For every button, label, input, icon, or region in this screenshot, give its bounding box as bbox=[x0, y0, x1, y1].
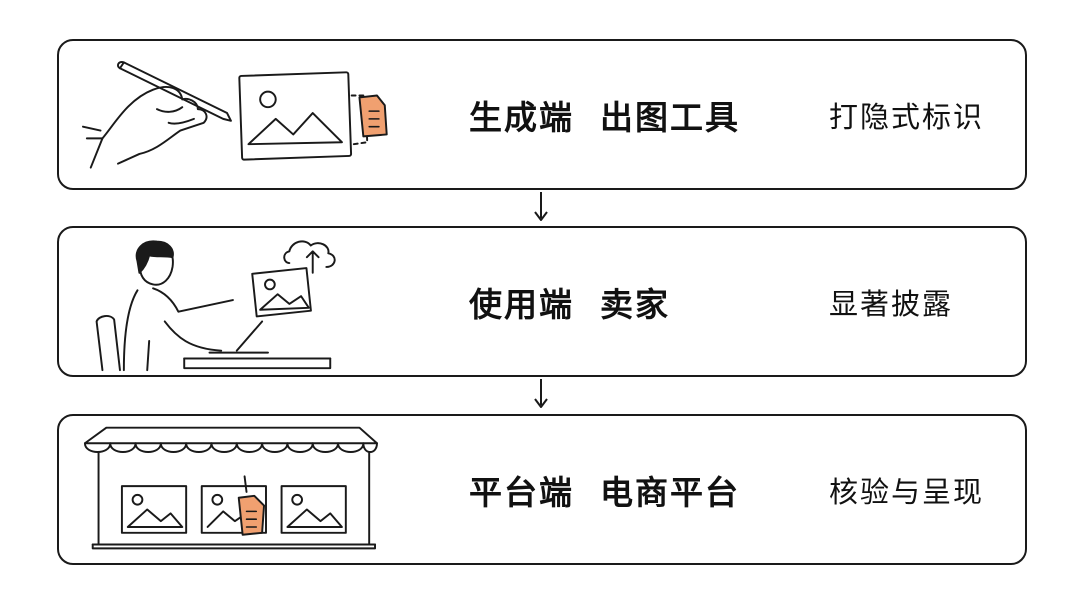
role-subject: 出图工具 bbox=[600, 97, 740, 137]
step-action-label: 显著披露 bbox=[829, 286, 954, 321]
person-uploading-image-icon bbox=[59, 228, 399, 375]
step-action-label: 核验与呈现 bbox=[829, 474, 985, 509]
step-role-label: 生成端 出图工具 bbox=[469, 41, 740, 188]
role-subject: 卖家 bbox=[600, 284, 670, 324]
step-card-user: 使用端 卖家 显著披露 bbox=[57, 226, 1027, 377]
step-role-label: 平台端 电商平台 bbox=[469, 416, 740, 563]
down-arrow-icon bbox=[534, 379, 548, 408]
hand-drawing-image-icon bbox=[59, 41, 399, 188]
role-name: 平台端 bbox=[469, 472, 574, 512]
step-role-label: 使用端 卖家 bbox=[469, 228, 670, 375]
role-name: 生成端 bbox=[469, 97, 574, 137]
step-action-label: 打隐式标识 bbox=[829, 99, 985, 134]
step-card-generator: 生成端 出图工具 打隐式标识 bbox=[57, 39, 1027, 190]
storefront-icon bbox=[59, 416, 399, 563]
role-name: 使用端 bbox=[469, 284, 574, 324]
role-subject: 电商平台 bbox=[600, 472, 740, 512]
down-arrow-icon bbox=[534, 192, 548, 221]
step-card-platform: 平台端 电商平台 核验与呈现 bbox=[57, 414, 1027, 565]
